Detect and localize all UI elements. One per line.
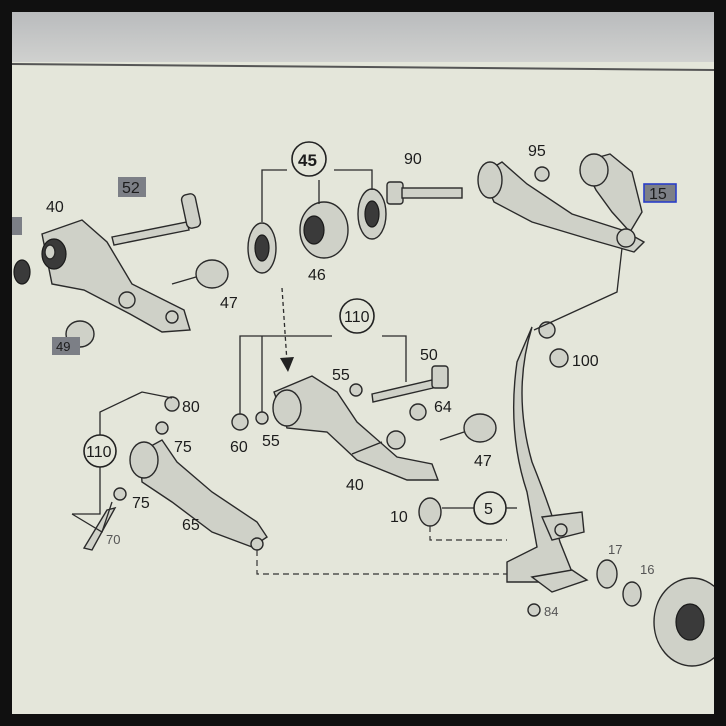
window-top-band [12, 12, 714, 62]
label-110-bottom: 110 [86, 444, 112, 461]
bushing-set-45 [247, 188, 387, 274]
bolt-52 [111, 193, 202, 246]
bushing-edge-part [13, 259, 31, 285]
label-65: 65 [182, 517, 200, 534]
label-10: 10 [390, 509, 408, 526]
ball-joint-47-center [439, 413, 497, 443]
highlight-49[interactable] [52, 337, 80, 355]
label-60: 60 [230, 439, 248, 456]
suspension-exploded-diagram: 45 90 95 15 52 40 46 47 49 110 50 55 100… [12, 63, 714, 667]
callout-circle-45 [291, 141, 327, 177]
label-17: 17 [608, 542, 622, 557]
upper-control-arm [477, 153, 646, 253]
connector-dashed-mid [429, 526, 507, 541]
label-55-top: 55 [332, 367, 350, 384]
label-84: 84 [544, 604, 558, 619]
label-90: 90 [404, 151, 422, 168]
label-95: 95 [528, 143, 546, 160]
steering-knuckle [506, 247, 623, 593]
nut-64 [409, 403, 427, 421]
washer-55b [255, 411, 269, 425]
label-47-bottom: 47 [474, 453, 492, 470]
monitor-screen: 45 90 95 15 52 40 46 47 49 110 50 55 100… [12, 12, 714, 714]
ball-joint-47-left [171, 259, 229, 289]
nut-95 [534, 166, 550, 182]
label-40-center: 40 [346, 477, 364, 494]
highlight-15-fill [644, 184, 676, 202]
nut-60 [231, 413, 249, 431]
label-50: 50 [420, 347, 438, 364]
label-15: 15 [649, 186, 667, 203]
label-64: 64 [434, 399, 452, 416]
label-100: 100 [572, 353, 599, 370]
highlight-52[interactable] [118, 177, 146, 197]
callout-circle-110-top [339, 298, 375, 334]
washer-75b [113, 487, 127, 501]
label-110-top: 110 [344, 309, 370, 326]
control-arm-65 [129, 439, 268, 551]
bolt-90 [386, 181, 463, 205]
wheel-hub [596, 559, 714, 667]
label-75-bottom: 75 [132, 495, 150, 512]
bolt-50 [371, 365, 449, 403]
bolt-84 [527, 603, 541, 617]
label-40-top: 40 [46, 199, 64, 216]
label-45: 45 [298, 151, 317, 170]
label-75-top: 75 [174, 439, 192, 456]
label-16: 16 [640, 562, 654, 577]
control-arm-40-left [41, 219, 191, 333]
highlight-15-box[interactable] [643, 183, 677, 203]
label-55-bottom: 55 [262, 433, 280, 450]
label-46: 46 [308, 267, 326, 284]
ball-joint-10 [418, 497, 477, 527]
label-5: 5 [484, 501, 493, 518]
label-80: 80 [182, 399, 200, 416]
parts-diagram-sheet: 45 90 95 15 52 40 46 47 49 110 50 55 100… [12, 62, 714, 714]
arrow-down-icon [280, 357, 294, 372]
label-70: 70 [106, 532, 120, 547]
control-arm-40-center [272, 375, 440, 481]
label-49: 49 [56, 339, 70, 354]
nut-100 [549, 348, 569, 368]
nut-80 [164, 396, 180, 412]
label-47-top: 47 [220, 295, 238, 312]
washer-55a [349, 383, 363, 397]
highlight-left-edge [12, 217, 22, 235]
callout-circle-110-bottom [83, 434, 117, 468]
bolt-70 [82, 506, 117, 551]
sheet-frame-line [12, 63, 714, 71]
label-52: 52 [122, 180, 140, 197]
washer-75a [155, 421, 169, 435]
connector-dashed-bottom [256, 550, 507, 575]
